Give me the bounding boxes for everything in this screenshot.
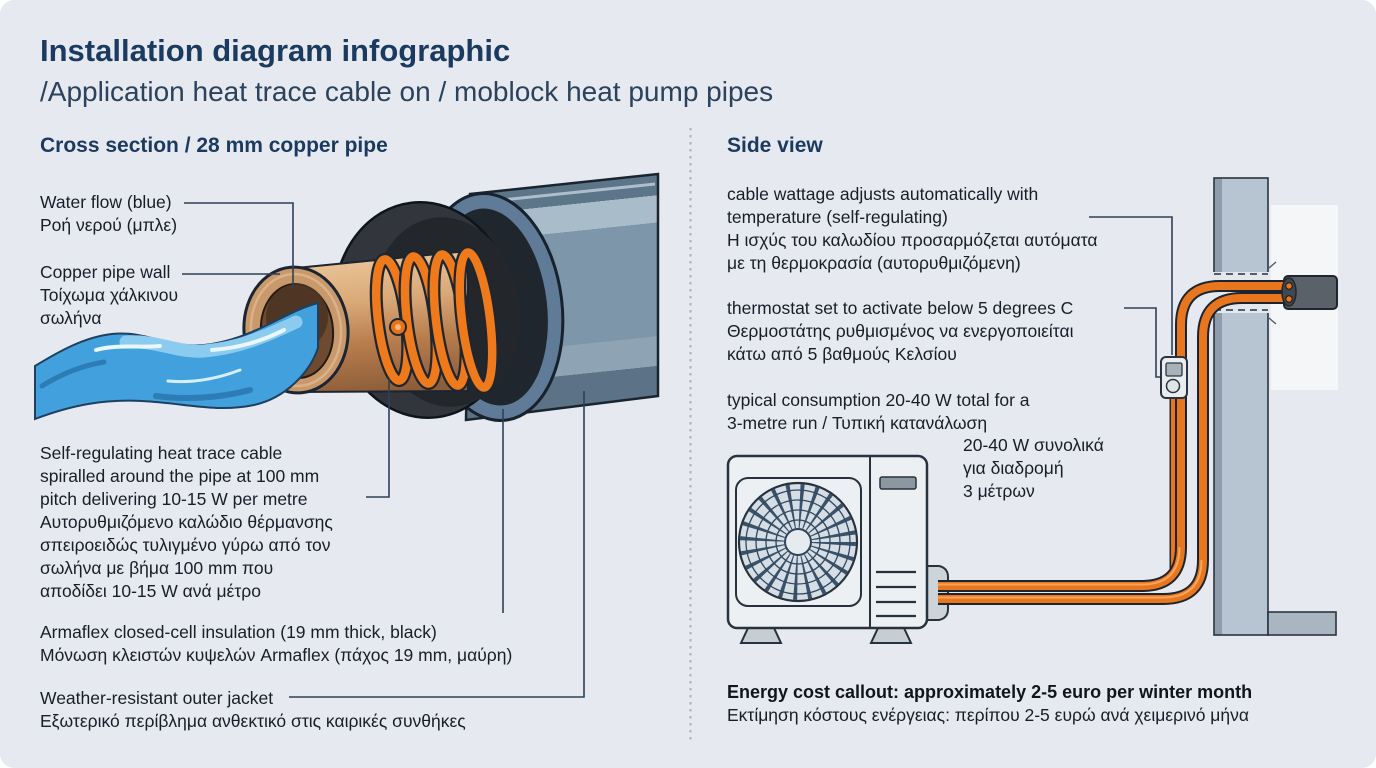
page-title: Installation diagram infographic: [40, 33, 511, 68]
leader-wattage: [1089, 216, 1173, 355]
leader-thermostat: [1124, 307, 1160, 378]
leader-water-flow: [184, 202, 294, 288]
insulated-pipe-block: [1281, 275, 1338, 310]
thermostat-device: [1160, 356, 1188, 399]
cross-section-heading: Cross section / 28 mm copper pipe: [40, 134, 388, 157]
heat-pump-unit: [726, 454, 949, 644]
wall: [1213, 177, 1277, 636]
fan-grille: [737, 481, 859, 603]
water-stream: [34, 301, 319, 421]
label-thermostat: thermostat set to activate below 5 degre…: [727, 298, 1074, 364]
cross-section-illustration: [34, 172, 660, 698]
pipe-connector-bracket: [926, 565, 949, 621]
heat-pump-foot-right: [869, 627, 913, 644]
top-vent: [879, 476, 917, 490]
cable-cut-end-core: [395, 324, 401, 330]
side-view-illustration: [726, 177, 1338, 644]
side-view-heading: Side view: [727, 134, 823, 157]
label-consumption: typical consumption 20-40 W total for a …: [727, 390, 1030, 433]
label-energy-cost: Energy cost callout: approximately 2-5 e…: [727, 682, 1253, 725]
side-vent-slats: [876, 570, 916, 618]
fan-frame: [735, 477, 862, 607]
heat-traced-pipe-run: [938, 280, 1291, 605]
label-outer-jacket: Weather-resistant outer jacket Εξωτερικό…: [40, 688, 466, 731]
leader-heat-trace: [366, 379, 390, 498]
heat-pump-foot-left: [739, 627, 783, 644]
thermostat-display: [1165, 362, 1183, 377]
leader-outer-jacket: [289, 391, 585, 698]
floor-ledge: [1267, 611, 1337, 636]
label-water-flow: Water flow (blue) Ροή νερού (μπλε): [40, 192, 178, 235]
thermostat-dial: [1165, 378, 1181, 394]
label-copper-wall: Copper pipe wall Τοίχωμα χάλκινου σωλήνα: [40, 262, 179, 328]
label-heat-trace-cable: Self-regulating heat trace cable spirall…: [40, 443, 333, 601]
page-subtitle: /Application heat trace cable on / moblo…: [40, 76, 774, 107]
heat-trace-coils: [369, 245, 499, 395]
cross-section-leader-lines: [182, 202, 585, 698]
label-cable-wattage: cable wattage adjusts automatically with…: [727, 184, 1098, 273]
fan-hub: [784, 528, 812, 556]
side-view-leader-lines: [1089, 216, 1173, 378]
label-consumption-greek: 20-40 W συνολικά για διαδρομή 3 μέτρων: [963, 435, 1104, 501]
label-insulation: Armaflex closed-cell insulation (19 mm t…: [40, 622, 513, 665]
